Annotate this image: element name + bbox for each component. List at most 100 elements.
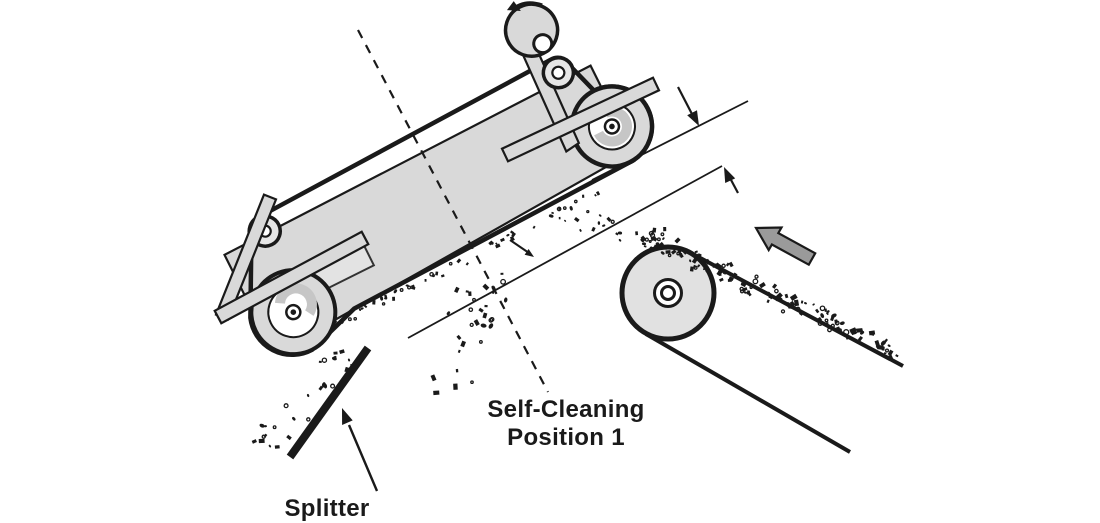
ore-particle — [618, 238, 622, 242]
ore-particle — [659, 242, 665, 248]
conveyor-belt-return-line — [644, 332, 852, 454]
ore-particle — [752, 278, 759, 285]
ore-particle — [468, 307, 474, 313]
particle-leader-arrow — [509, 239, 534, 257]
ore-particle — [358, 308, 361, 312]
ore-particle — [800, 300, 804, 304]
suspension-bar-lower — [213, 230, 370, 325]
ore-particle — [372, 300, 376, 305]
ore-particle — [330, 383, 336, 389]
ore-particle — [482, 283, 490, 291]
ore-particle — [497, 243, 500, 246]
ore-particle — [392, 296, 396, 301]
ore-particle — [339, 349, 345, 355]
ore-particle — [321, 357, 328, 363]
ore-particle — [691, 257, 698, 264]
ore-particle — [662, 237, 665, 240]
ore-particle — [888, 354, 894, 360]
gap-dimension-line-lower — [407, 165, 723, 339]
ore-particle — [446, 311, 451, 316]
ore-particle — [456, 258, 462, 264]
ore-particle — [883, 352, 887, 355]
ore-particle — [660, 251, 665, 255]
ore-particle — [831, 313, 837, 318]
ore-particle — [482, 312, 488, 319]
ore-particle — [331, 356, 337, 361]
separator-top-belt-run — [238, 55, 564, 246]
ore-particle — [597, 221, 601, 225]
ore-particle — [480, 323, 487, 328]
ore-particle — [881, 346, 885, 351]
ore-particle — [804, 302, 807, 305]
ore-particle — [667, 253, 672, 258]
ore-particle — [548, 214, 554, 218]
ore-particle — [353, 316, 358, 321]
ore-particle — [251, 439, 257, 444]
ore-particle — [484, 304, 488, 308]
gap-dimension-line-upper — [591, 100, 749, 181]
motor-rotation-arrowhead — [506, 1, 521, 11]
ore-particle — [473, 319, 480, 326]
ore-particle — [272, 425, 277, 430]
ore-particle — [740, 282, 746, 286]
ore-particle — [670, 249, 677, 255]
ore-particle — [556, 206, 562, 212]
ore-particle — [582, 194, 585, 198]
ore-particle — [780, 309, 786, 314]
ore-particle — [869, 332, 875, 336]
ore-particle — [839, 321, 845, 325]
ore-particle — [649, 232, 656, 238]
ore-particle — [835, 326, 841, 333]
ore-particle — [689, 259, 692, 263]
ore-particle — [696, 253, 701, 258]
ore-particle — [424, 278, 427, 282]
ore-particle — [435, 271, 439, 276]
ore-particle — [887, 344, 891, 347]
ore-particle — [453, 383, 458, 390]
ore-particle — [532, 225, 536, 229]
ore-particle — [573, 199, 578, 204]
ore-particle — [725, 262, 730, 267]
suspension-bar-upper — [500, 76, 661, 163]
ore-particle — [798, 311, 804, 316]
ore-particle — [268, 444, 272, 448]
ore-particle — [700, 261, 707, 267]
ore-particle — [665, 250, 671, 254]
ore-particle — [407, 285, 412, 290]
ore-particle — [705, 269, 710, 274]
ore-particle — [500, 272, 504, 275]
ore-particle — [721, 263, 726, 269]
ore-particle — [495, 242, 498, 246]
ore-particle — [722, 269, 728, 275]
ore-particle — [827, 327, 832, 333]
trajectory-dashed-line — [357, 29, 549, 393]
conveyor — [619, 244, 904, 454]
ore-particle — [677, 248, 682, 254]
ore-particle — [292, 416, 296, 421]
ore-particle — [345, 314, 348, 318]
ore-particle — [495, 243, 501, 249]
ore-particle — [478, 339, 483, 344]
particles-conveyor-burden — [641, 227, 899, 360]
ore-particle — [586, 209, 590, 214]
ore-particle — [558, 198, 562, 202]
ore-particle — [857, 335, 864, 342]
ore-particle — [465, 290, 469, 293]
drive-motor — [503, 1, 560, 58]
ore-particle — [884, 348, 890, 353]
ore-particle — [830, 323, 835, 328]
ore-particle — [595, 191, 601, 196]
ore-particle — [731, 272, 738, 279]
ore-particle — [562, 206, 567, 210]
ore-particle — [263, 425, 267, 428]
ore-particle — [653, 244, 657, 249]
ore-particle — [579, 228, 582, 232]
ore-particle — [615, 232, 619, 236]
ore-particle — [569, 206, 573, 211]
label-self-cleaning-line1: Self-Cleaning — [487, 396, 644, 423]
ore-particle — [410, 286, 416, 290]
gap-dimension-arrow-upper — [677, 86, 699, 126]
label-self-cleaning-line2: Position 1 — [507, 424, 625, 451]
